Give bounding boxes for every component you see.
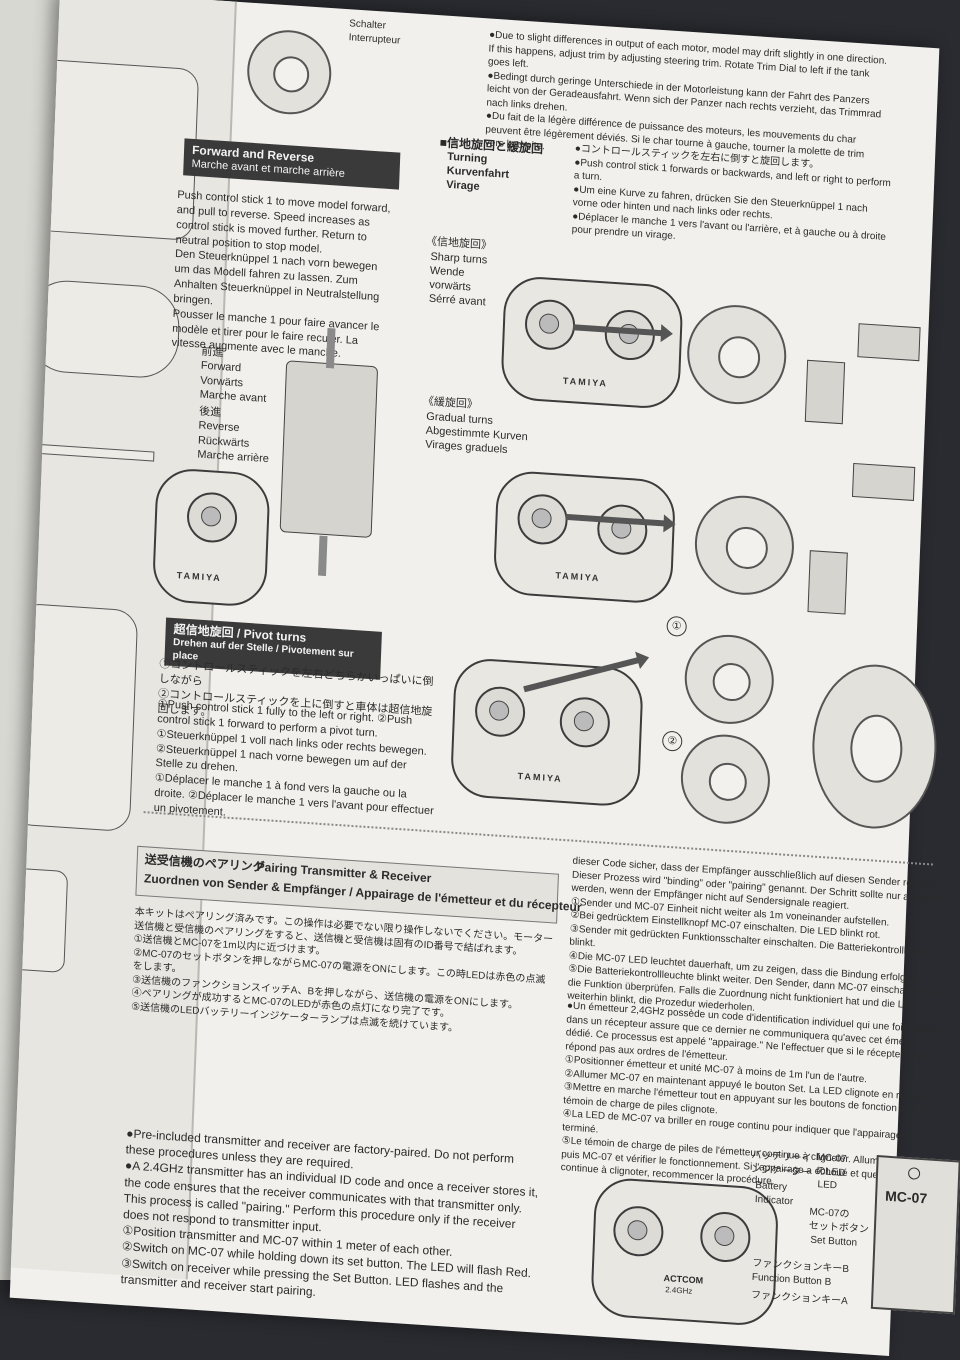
- transmitter-illustration-pairing: ACTCOM 2.4GHz: [590, 1176, 780, 1328]
- control-stick-2-icon: [596, 503, 649, 557]
- pivot-rotation-illustration: [809, 660, 940, 833]
- pairing-body-de: dieser Code sicher, dass der Empfänger a…: [567, 855, 951, 1014]
- pivot-body: ①Push control stick 1 fully to the left …: [153, 698, 434, 819]
- step-two-marker: ②: [661, 730, 683, 752]
- battery-indicator-jp: バッテリーイ ンジケーター: [750, 1149, 812, 1179]
- forward-labels: 前進 Forward Vorwärts Marche avant: [199, 345, 267, 405]
- sharp-turn-tank-rotated-icon: [857, 323, 921, 362]
- turning-body: ●コントロールスティックを左右に倒すと旋回します。 ●Push control …: [571, 143, 892, 243]
- reverse-labels: 後進 Reverse Rückwärts Marche arrière: [197, 405, 270, 466]
- forward-arrow-icon: [325, 327, 336, 369]
- mc07-unit-illustration: MC-07: [870, 1155, 960, 1315]
- control-stick-2-icon: [699, 1210, 752, 1264]
- brand-label: TAMIYA: [555, 570, 601, 584]
- transmitter-illustration-sharp: TAMIYA: [500, 274, 684, 411]
- pivot-step2-dial: [679, 731, 772, 827]
- tank-gun-drawing: [32, 443, 155, 462]
- brand-label: TAMIYA: [562, 375, 609, 389]
- actcom-badge: ACTCOM: [663, 1272, 704, 1286]
- mc07-led-icon: [907, 1167, 921, 1180]
- set-button-jp: MC-07の セットボタン: [808, 1206, 870, 1236]
- sharp-turns-fr: Sérré avant: [428, 292, 486, 309]
- control-stick-1-icon: [612, 1204, 665, 1258]
- brand-label: TAMIYA: [176, 570, 222, 584]
- gradual-turn-tank-rotated-icon: [851, 462, 916, 501]
- tank-side-drawing-top: [30, 58, 200, 241]
- sharp-turn-tank-icon: [804, 359, 846, 425]
- sharp-turn-stick-dial: [685, 301, 789, 408]
- transmitter-illustration-gradual: TAMIYA: [492, 469, 677, 605]
- switch-label-fr: Interrupteur: [348, 32, 401, 47]
- control-stick-1-icon: [474, 685, 527, 739]
- tank-top-view: [279, 360, 379, 539]
- set-button-en: Set Button: [810, 1234, 858, 1249]
- turning-title-fr: Virage: [445, 178, 480, 193]
- pivot-step1-dial: [683, 632, 776, 727]
- gradual-turn-stick-dial: [693, 492, 796, 598]
- gradual-turn-tank-icon: [807, 550, 848, 615]
- mc07-label: MC-07: [884, 1187, 928, 1207]
- pairing-body-en: ●Pre-included transmitter and receiver a…: [120, 1126, 539, 1299]
- transmitter-illustration-forward: TAMIYA: [151, 466, 271, 609]
- reverse-arrow-icon: [317, 535, 328, 577]
- control-stick-1-icon: [516, 492, 569, 546]
- tank-tracks-drawing: [25, 278, 181, 381]
- forward-body: Push control stick 1 to move model forwa…: [171, 188, 391, 361]
- battery-indicator-en: Battery Indicator: [754, 1179, 794, 1207]
- frequency-label: 2.4GHz: [665, 1285, 693, 1296]
- trim-dial-illustration: [245, 27, 333, 117]
- step-one-marker: ①: [666, 615, 688, 638]
- control-stick-icon: [186, 490, 238, 545]
- brand-label: TAMIYA: [517, 770, 563, 784]
- control-stick-2-icon: [558, 695, 611, 749]
- led-label-jp: MC-07 のLED: [815, 1152, 847, 1179]
- led-label-en: LED: [817, 1179, 838, 1192]
- control-stick-1-icon: [524, 298, 576, 352]
- manual-page: Schalter Interrupteur ●Due to slight dif…: [9, 0, 960, 1356]
